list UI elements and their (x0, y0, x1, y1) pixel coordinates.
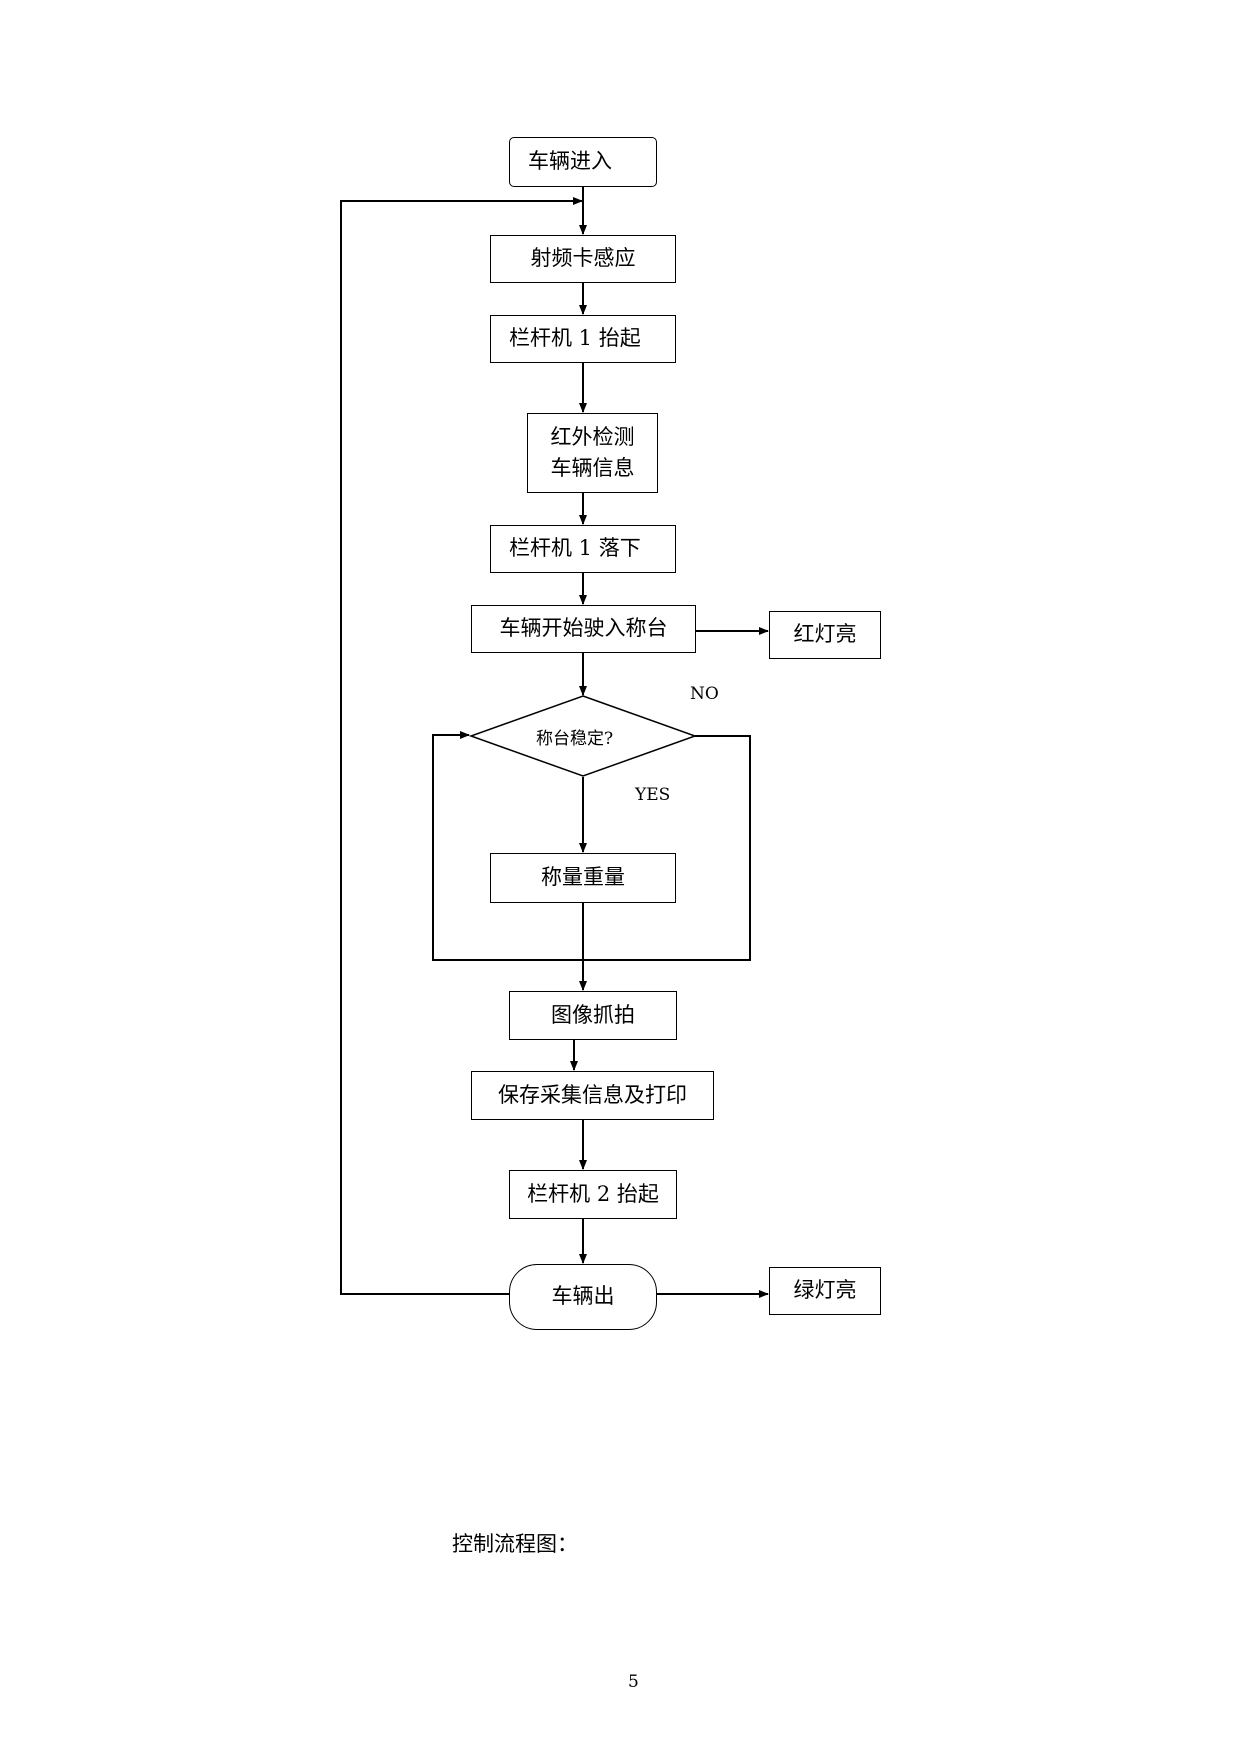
node-weigh: 称量重量 (490, 853, 676, 903)
node-ir-detect: 红外检测 车辆信息 (527, 413, 658, 493)
label-no: NO (690, 684, 719, 704)
node-vehicle-enter: 车辆进入 (509, 137, 657, 187)
node-gate2-up: 栏杆机 2 抬起 (509, 1170, 677, 1219)
node-drive-onto-scale: 车辆开始驶入称台 (471, 605, 696, 653)
loop-return-to-rfid (340, 197, 583, 1295)
node-gate1-up: 栏杆机 1 抬起 (490, 315, 676, 363)
page-number: 5 (628, 1672, 639, 1692)
node-green-light: 绿灯亮 (769, 1267, 881, 1315)
node-image-capture: 图像抓拍 (509, 991, 677, 1040)
node-ir-detect-line1: 红外检测 (550, 424, 635, 449)
node-rfid: 射频卡感应 (490, 235, 676, 283)
figure-caption: 控制流程图： (452, 1532, 578, 1556)
node-gate1-down: 栏杆机 1 落下 (490, 525, 676, 573)
label-yes: YES (635, 785, 671, 805)
loop-no-branch (432, 731, 751, 961)
node-ir-detect-line2: 车辆信息 (550, 456, 635, 480)
node-save-print: 保存采集信息及打印 (471, 1071, 714, 1120)
node-red-light: 红灯亮 (769, 611, 881, 659)
decision-text: 称台稳定? (536, 729, 614, 749)
node-vehicle-exit: 车辆出 (509, 1264, 657, 1330)
decision-diamond (468, 695, 698, 777)
